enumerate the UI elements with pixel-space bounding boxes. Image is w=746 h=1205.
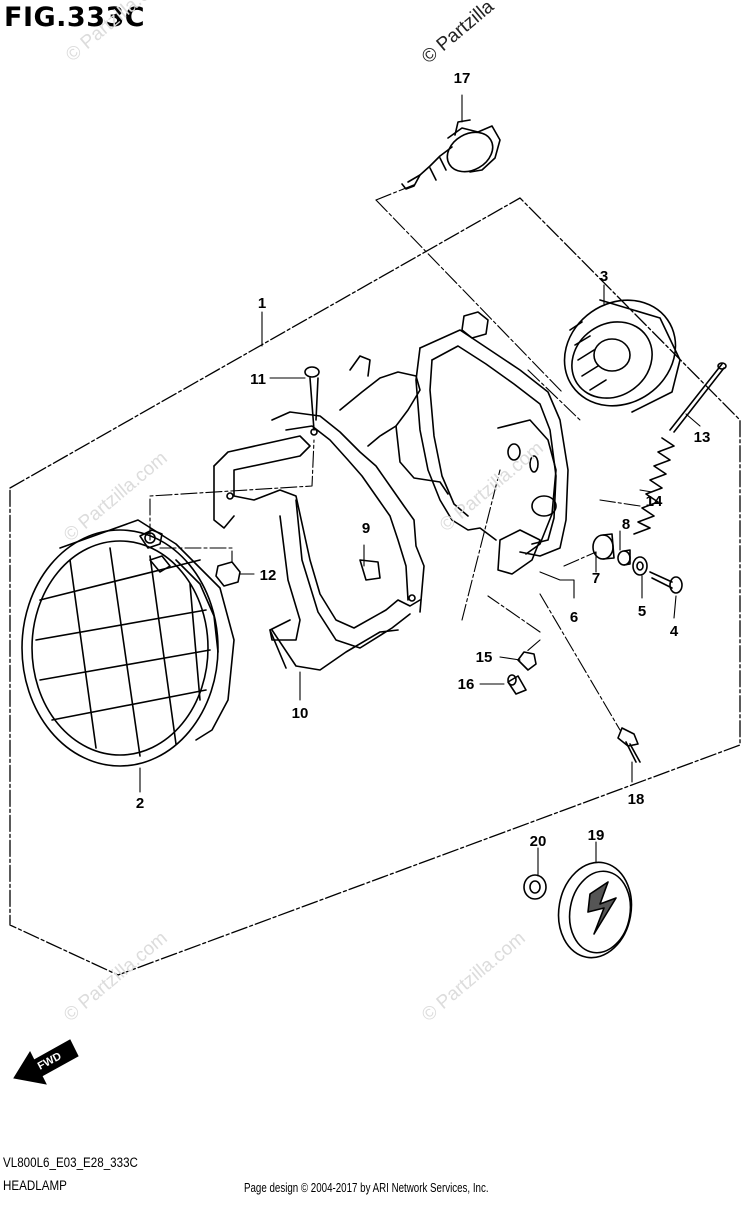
- callout-2: 2: [136, 795, 144, 812]
- figure-code: VL800L6_E03_E28_333C: [3, 1155, 138, 1170]
- nut-15[interactable]: [517, 651, 537, 671]
- guide-lines: [149, 183, 641, 731]
- callout-12: 12: [260, 567, 277, 584]
- callout-5: 5: [638, 603, 646, 620]
- callout-13: 13: [694, 429, 711, 446]
- bracket-10[interactable]: [213, 355, 449, 671]
- bolt-18[interactable]: [617, 727, 641, 763]
- callout-1: 1: [258, 295, 266, 312]
- callout-6: 6: [570, 609, 578, 626]
- washer-5[interactable]: [632, 556, 648, 576]
- bulb-17[interactable]: [401, 119, 501, 190]
- callout-17: 17: [454, 70, 471, 87]
- callout-16: 16: [458, 676, 475, 693]
- callout-20: 20: [530, 833, 547, 850]
- socket-cover-3[interactable]: [544, 279, 696, 427]
- callout-15: 15: [476, 649, 493, 666]
- cushion-16[interactable]: [507, 674, 527, 695]
- headlamp-lens-2[interactable]: [21, 519, 235, 767]
- callout-7: 7: [592, 570, 600, 587]
- callout-4: 4: [670, 623, 679, 640]
- assembly-boundary: [9, 197, 741, 976]
- callout-18: 18: [628, 791, 645, 808]
- collar-8[interactable]: [617, 549, 631, 566]
- screw-4[interactable]: [649, 571, 683, 594]
- callout-8: 8: [622, 516, 630, 533]
- callout-14: 14: [646, 493, 663, 510]
- cushion-7[interactable]: [592, 533, 615, 560]
- fwd-arrow: FWD: [13, 1039, 79, 1085]
- adjusting-screw-13[interactable]: [669, 362, 727, 433]
- nut-20[interactable]: [523, 874, 547, 900]
- callout-19: 19: [588, 827, 605, 844]
- headlamp-housing-frame[interactable]: [415, 311, 569, 575]
- callout-9: 9: [362, 520, 370, 537]
- callout-3: 3: [600, 268, 608, 285]
- spring-14[interactable]: [633, 437, 675, 535]
- reflector-19[interactable]: [551, 856, 639, 963]
- copyright-notice: Page design © 2004-2017 by ARI Network S…: [244, 1181, 489, 1195]
- callout-11: 11: [250, 371, 266, 388]
- figure-title: FIG.333C: [4, 2, 146, 33]
- callout-10: 10: [292, 705, 309, 722]
- callout-labels: 1 2 3 4 5 6 7 8 9 10 11 12 13 14 15 16 1…: [136, 70, 711, 850]
- leader-lines: [139, 94, 701, 877]
- figure-name: HEADLAMP: [3, 1178, 67, 1193]
- nut-12[interactable]: [215, 561, 241, 587]
- screw-11[interactable]: [304, 366, 320, 431]
